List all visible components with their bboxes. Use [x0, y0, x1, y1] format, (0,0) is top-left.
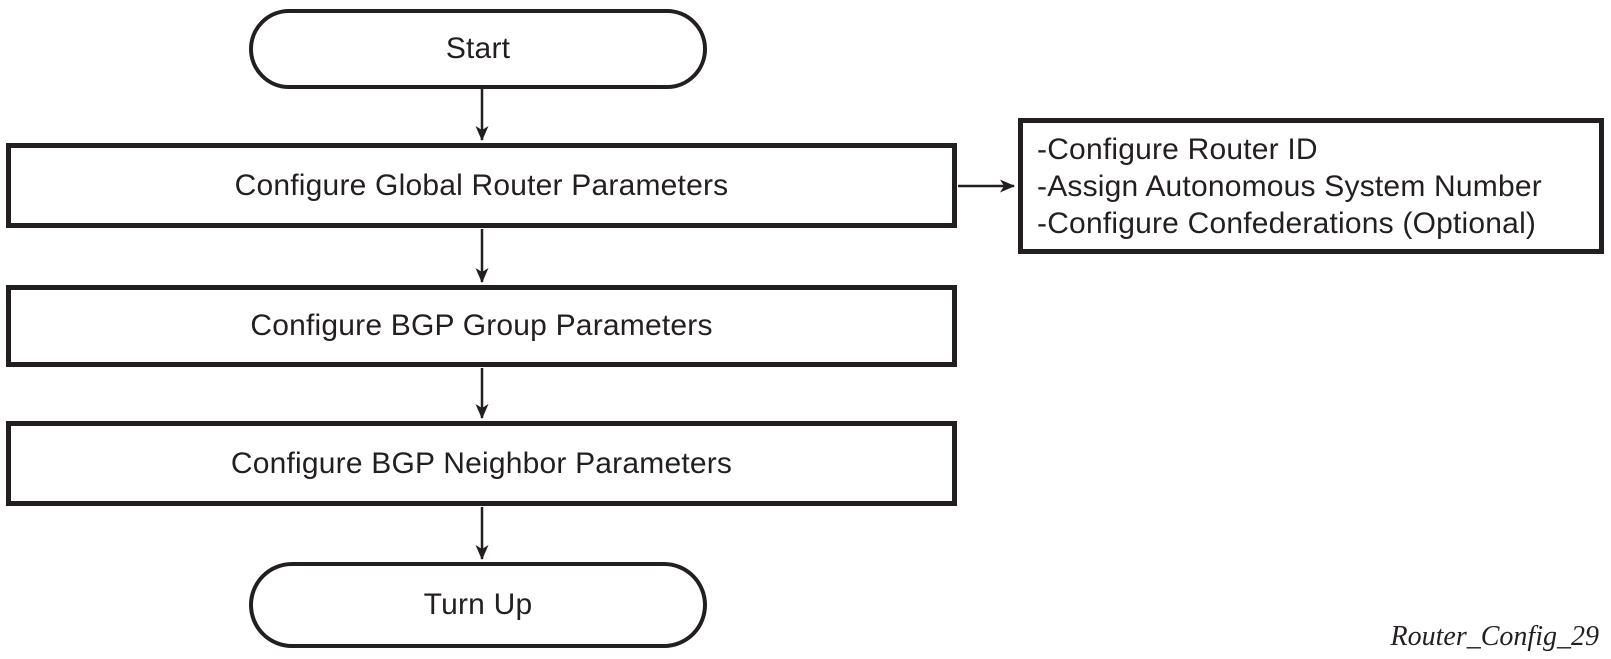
node-group-label: Configure BGP Group Parameters — [250, 309, 713, 342]
annotation-line: -Assign Autonomous System Number — [1037, 169, 1542, 203]
node-global-label: Configure Global Router Parameters — [234, 168, 729, 202]
annotation-global-router-details: -Configure Router ID -Assign Autonomous … — [1018, 118, 1604, 254]
node-neighbor-label: Configure BGP Neighbor Parameters — [230, 446, 733, 480]
node-turnup-label: Turn Up — [423, 588, 533, 621]
node-start: Start — [249, 9, 707, 89]
figure-caption: Router_Config_29 — [1390, 621, 1599, 652]
node-configure-global-router-parameters: Configure Global Router Parameters — [6, 143, 957, 228]
node-configure-bgp-group-parameters: Configure BGP Group Parameters — [6, 285, 957, 367]
node-start-label: Start — [445, 32, 511, 65]
node-configure-bgp-neighbor-parameters: Configure BGP Neighbor Parameters — [6, 421, 957, 506]
annotation-line: -Configure Router ID — [1037, 132, 1318, 166]
node-turn-up: Turn Up — [249, 562, 707, 648]
annotation-line: -Configure Confederations (Optional) — [1037, 206, 1537, 240]
